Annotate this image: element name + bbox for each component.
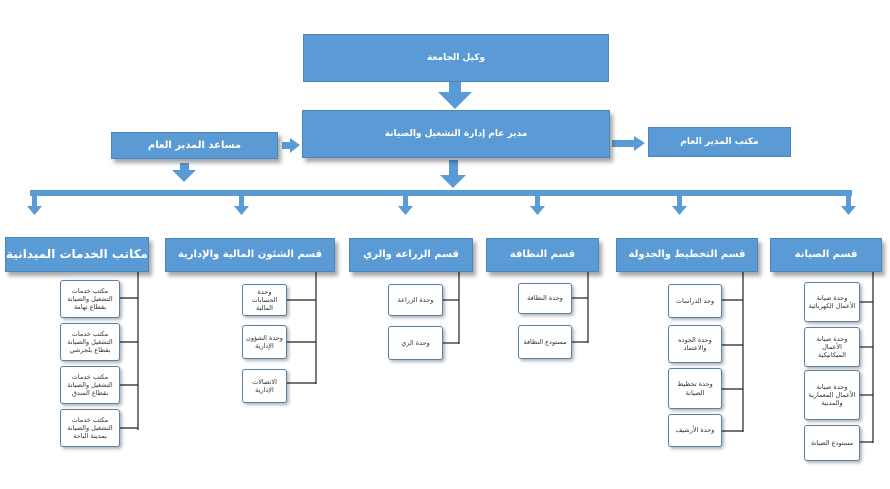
department-agriculture: قسم الزراعة والري xyxy=(349,238,473,272)
unit-box: وحدة الجوده والاعتماد xyxy=(668,325,722,363)
department-cleaning: قسم النظافة xyxy=(486,238,599,272)
department-bus xyxy=(30,190,852,196)
department-planning: قسم التخطيط والجدولة xyxy=(616,238,758,272)
department-maintenance: قسم الصيانة xyxy=(770,238,882,272)
arrow-left-assistant xyxy=(282,138,300,153)
unit-box: مستودع الصيانة xyxy=(804,425,860,461)
arrow-right-office xyxy=(612,136,645,151)
unit-box: مكتب خدمات التشغيل والصيانة بمدينة الباح… xyxy=(60,409,120,447)
unit-box: مكتب خدمات التشغيل والصيانة بقطاع تهامة xyxy=(60,280,120,318)
unit-box: وحدة الأرشيف xyxy=(668,414,722,447)
unit-box: الاتصالات الإدارية xyxy=(242,369,287,403)
unit-box: وحدة الشؤون الإدارية xyxy=(242,325,287,359)
unit-box: وحدة الري xyxy=(388,326,443,360)
assistant-manager-box: مساعد المدير العام xyxy=(111,132,278,159)
unit-box: وحدة الحسابات المالية xyxy=(242,284,287,316)
department-field-offices: مكاتب الخدمات الميدانية xyxy=(5,237,149,272)
unit-box: وحدة صيانة الأعمال الميكانيكية xyxy=(804,327,860,367)
gm-office-box: مكتب المدير العام xyxy=(648,127,791,157)
vice-president-box: وكيل الجامعة xyxy=(303,34,609,82)
arrow-down-gm xyxy=(440,160,466,188)
general-manager-box: مدير عام إدارة التشغيل والصيانة xyxy=(302,110,610,158)
unit-box: وحدة تخطيط الصيانة xyxy=(668,368,722,409)
arrow-down-assistant xyxy=(172,163,196,182)
unit-box: وحدة النظافة xyxy=(518,283,572,314)
unit-box: مستودع النظافة xyxy=(518,325,572,359)
arrow-down-main xyxy=(438,82,472,109)
unit-box: وحدة الزراعة xyxy=(388,284,443,316)
unit-box: مكتب خدمات التشغيل والصيانة بقطاع المندق xyxy=(60,366,120,404)
unit-box: وحد الدراسات xyxy=(668,284,722,318)
unit-box: وحدة صيانة الأعمال الكهربائية xyxy=(804,282,860,322)
unit-box: مكتب خدمات التشغيل والصيانة بقطاع بلجرشي xyxy=(60,323,120,361)
department-finance-admin: قسم الشئون المالية والإدارية xyxy=(165,238,335,272)
unit-box: وحدة صيانة الأعمال المعمارية والمدنية xyxy=(804,370,860,420)
